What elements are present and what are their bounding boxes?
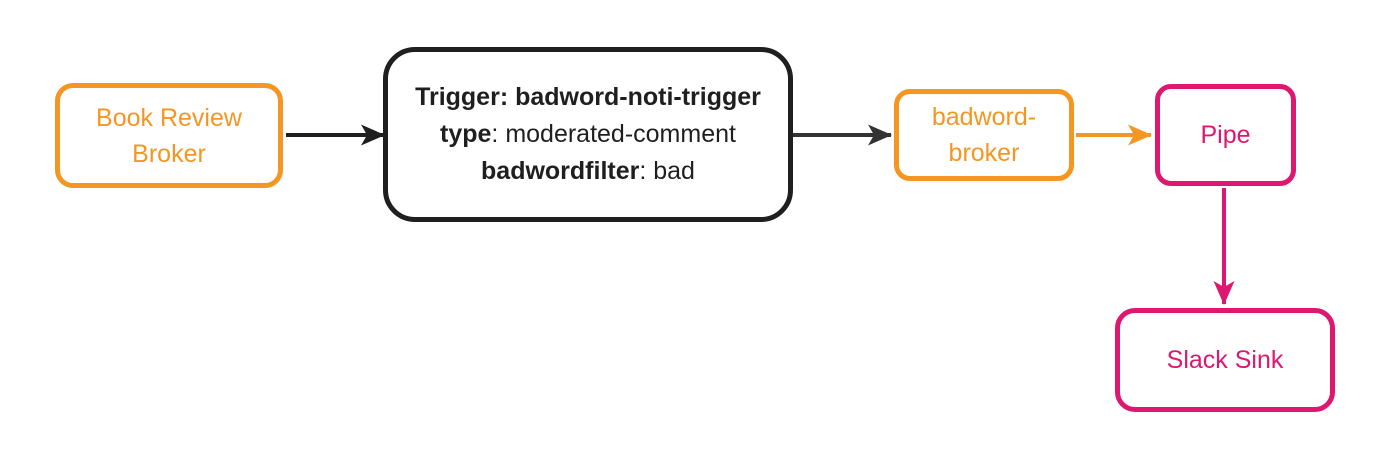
node-pipe: Pipe <box>1155 84 1296 186</box>
trigger-line-name: Trigger: badword-noti-trigger <box>415 83 761 111</box>
node-book-review-broker: Book Review Broker <box>55 83 283 188</box>
trigger-line-type: type: moderated-comment <box>440 120 736 148</box>
node-trigger: Trigger: badword-noti-trigger type: mode… <box>383 47 793 222</box>
node-label: badword- broker <box>931 103 1037 167</box>
node-label: Slack Sink <box>1166 346 1284 374</box>
node-label: Book Review Broker <box>96 103 242 168</box>
node-label: Pipe <box>1200 121 1251 149</box>
trigger-line-badwordfilter: badwordfilter: bad <box>481 157 695 185</box>
node-badword-broker: badword- broker <box>894 89 1074 181</box>
node-slack-sink: Slack Sink <box>1115 308 1335 412</box>
